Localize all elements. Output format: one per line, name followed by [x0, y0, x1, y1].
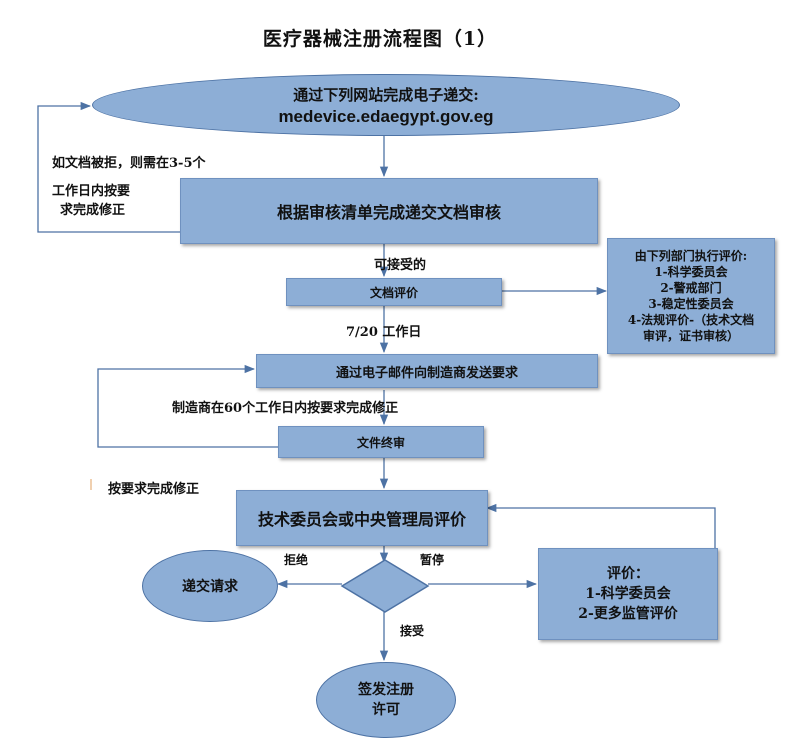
submit-online-line1: 通过下列网站完成电子递交: — [293, 85, 479, 104]
dept-eval-line: 3-稳定性委员会 — [648, 297, 734, 311]
label-accept: 接受 — [400, 624, 425, 638]
doc-eval-box: 文档评价 — [286, 278, 502, 306]
dept-eval-line: 审评，证书审核） — [642, 329, 739, 343]
label-pause: 暂停 — [420, 553, 445, 567]
committee-eval-text: 技术委员会或中央管理局评价 — [257, 510, 466, 529]
dept-eval-line: 1-科学委员会 — [654, 265, 728, 279]
submit-online-url: medevice.edaegypt.gov.eg — [278, 106, 494, 126]
review-checklist-box: 根据审核清单完成递交文档审核 — [180, 178, 598, 244]
email-request-text: 通过电子邮件向制造商发送要求 — [335, 365, 518, 381]
eval-box-line: 1-科学委员会 — [585, 586, 671, 602]
submit-request-text: 递交请求 — [182, 579, 238, 595]
label-workdays: 7/20 工作日 — [346, 325, 422, 340]
loop-manufacturer-fix — [97, 364, 278, 448]
page-title: 医疗器械注册流程图（1） — [262, 28, 498, 50]
loop-rejected — [37, 101, 180, 233]
committee-eval-box: 技术委员会或中央管理局评价 — [236, 490, 488, 546]
label-reject: 拒绝 — [284, 553, 309, 567]
eval-box: 评价： 1-科学委员会 2-更多监管评价 — [538, 548, 718, 640]
label-manufacturer-fix: 制造商在60个工作日内按要求完成修正 — [172, 401, 399, 416]
eval-box-line: 评价： — [607, 566, 649, 582]
submit-request-ellipse: 递交请求 — [142, 550, 278, 622]
dept-eval-line: 由下列部门执行评价: — [634, 249, 748, 263]
final-review-box: 文件终审 — [278, 426, 484, 458]
dept-eval-line: 2-警戒部门 — [660, 281, 722, 295]
issue-license-line: 许可 — [372, 702, 400, 718]
issue-license-line: 签发注册 — [358, 682, 414, 698]
review-checklist-text: 根据审核清单完成递交文档审核 — [276, 203, 501, 222]
label-fix-as-required: 按要求完成修正 — [108, 482, 200, 497]
dept-eval-box: 由下列部门执行评价: 1-科学委员会 2-警戒部门 3-稳定性委员会 4-法规评… — [607, 238, 775, 354]
label-rejected-fix-3: 求完成修正 — [60, 203, 126, 218]
eval-box-line: 2-更多监管评价 — [578, 606, 678, 622]
doc-eval-text: 文档评价 — [369, 285, 418, 300]
final-review-text: 文件终审 — [356, 435, 405, 450]
issue-license-ellipse: 签发注册 许可 — [316, 662, 456, 738]
label-rejected-fix-2: 工作日内按要 — [52, 184, 131, 199]
email-request-box: 通过电子邮件向制造商发送要求 — [256, 354, 598, 388]
decision-diamond — [340, 559, 430, 613]
dept-eval-line: 4-法规评价-（技术文档 — [627, 313, 755, 327]
loop-eval-return — [485, 503, 716, 548]
label-rejected-fix-1: 如文档被拒，则需在3-5个 — [52, 156, 206, 171]
submit-online-ellipse: 通过下列网站完成电子递交: medevice.edaegypt.gov.eg — [92, 74, 680, 136]
label-acceptable: 可接受的 — [374, 258, 427, 273]
